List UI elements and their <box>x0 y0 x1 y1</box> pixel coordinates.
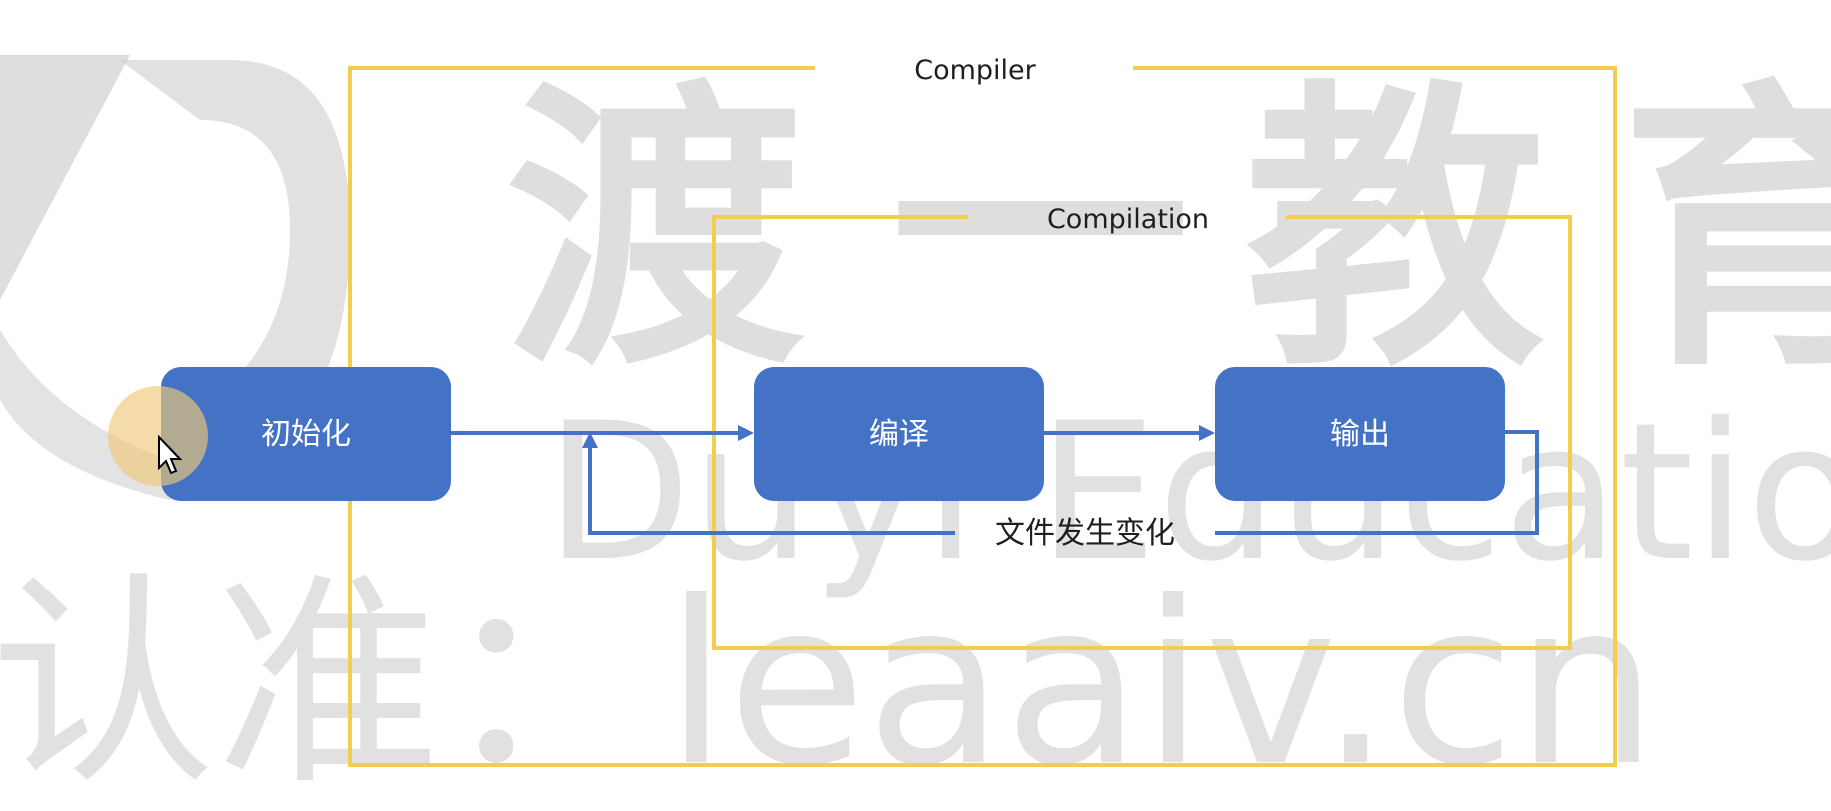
node-output-label: 输出 <box>1330 417 1390 452</box>
arrowhead <box>1199 425 1215 441</box>
edge-file-change-label: 文件发生变化 <box>995 516 1175 551</box>
compiler-frame-label: Compiler <box>914 55 1036 86</box>
mouse-pointer <box>108 386 208 486</box>
watermark-brand-char: 教 <box>1245 57 1545 406</box>
node-init: 初始化 <box>161 367 451 501</box>
cursor-arrow-icon <box>158 434 183 475</box>
compilation-frame-label: Compilation <box>1047 204 1209 235</box>
compilation-frame: Compilation <box>712 204 1572 650</box>
watermark-line: 认准：leaaiv.cn <box>0 554 1658 811</box>
edge-output-loop-right <box>1215 430 1539 535</box>
watermark-brand-char: 育 <box>1620 57 1831 406</box>
node-compile: 编译 <box>754 367 1044 501</box>
watermark-brand-char: 一 <box>890 57 1190 406</box>
compiler-frame: Compiler <box>348 55 1617 767</box>
arrowhead <box>582 432 598 448</box>
arrowhead <box>738 425 754 441</box>
watermark-brand-char: 渡 <box>505 57 805 406</box>
edge-output-loop-left <box>588 445 955 535</box>
node-init-label: 初始化 <box>261 417 351 452</box>
node-output: 输出 <box>1215 367 1505 501</box>
edges: 文件发生变化 <box>450 425 1539 551</box>
node-compile-label: 编译 <box>869 417 929 452</box>
